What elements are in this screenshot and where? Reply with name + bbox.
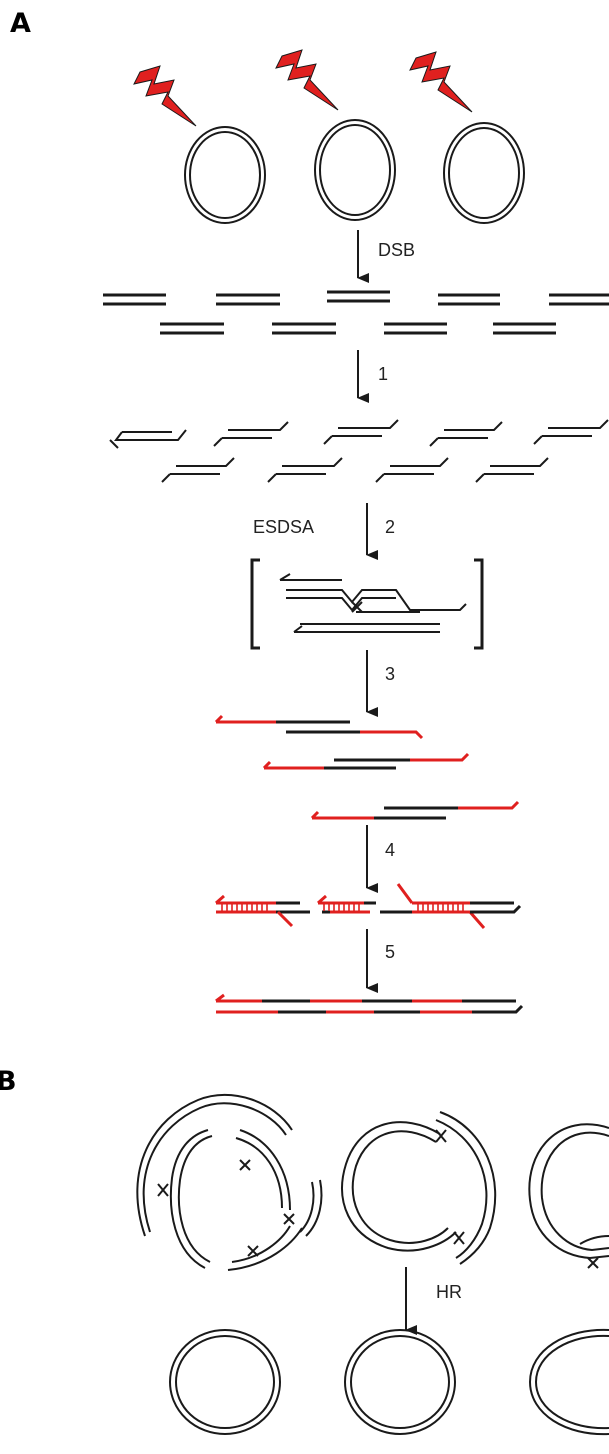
crossover-x-icon — [239, 1159, 251, 1171]
step-label-4: 4 — [385, 840, 395, 860]
step-label-dsb: DSB — [378, 240, 415, 260]
near-complete-circle — [528, 1123, 609, 1269]
panel-label-b: B — [0, 1066, 17, 1097]
crossover-x-icon — [157, 1183, 169, 1197]
step-label-hr: HR — [436, 1282, 462, 1302]
lightning-bolt-icon — [133, 65, 197, 127]
crossover-x-icon — [453, 1231, 465, 1245]
crossover-x-icon — [587, 1257, 599, 1269]
lightning-bolt-icon — [409, 51, 473, 113]
annealed-strands — [215, 883, 522, 929]
restored-circular-chromosome — [528, 1328, 609, 1436]
resected-fragments — [109, 419, 609, 483]
repaired-linear-chromosome — [215, 993, 524, 1014]
restored-circular-chromosome — [169, 1329, 281, 1435]
restored-circular-chromosome — [344, 1329, 456, 1435]
fragmented-circle — [136, 1093, 323, 1271]
step-label-5: 5 — [385, 942, 395, 962]
circular-chromosome — [184, 126, 266, 224]
panel-label-a: A — [10, 8, 31, 39]
crossover-x-icon — [247, 1245, 259, 1257]
circular-chromosome — [443, 122, 525, 224]
extended-strands — [214, 714, 520, 820]
lightning-bolt-icon — [275, 49, 339, 111]
step-label-3: 3 — [385, 664, 395, 684]
step-label-esdsa: ESDSA — [253, 517, 314, 537]
step-label-2: 2 — [385, 517, 395, 537]
d-loop-intermediate — [250, 558, 484, 650]
crossover-x-icon — [283, 1213, 295, 1225]
dsb-fragments — [103, 290, 609, 335]
step-label-1: 1 — [378, 364, 388, 384]
crossover-x-icon — [435, 1129, 447, 1143]
partially-joined-circle — [341, 1111, 497, 1265]
circular-chromosome — [314, 119, 396, 221]
